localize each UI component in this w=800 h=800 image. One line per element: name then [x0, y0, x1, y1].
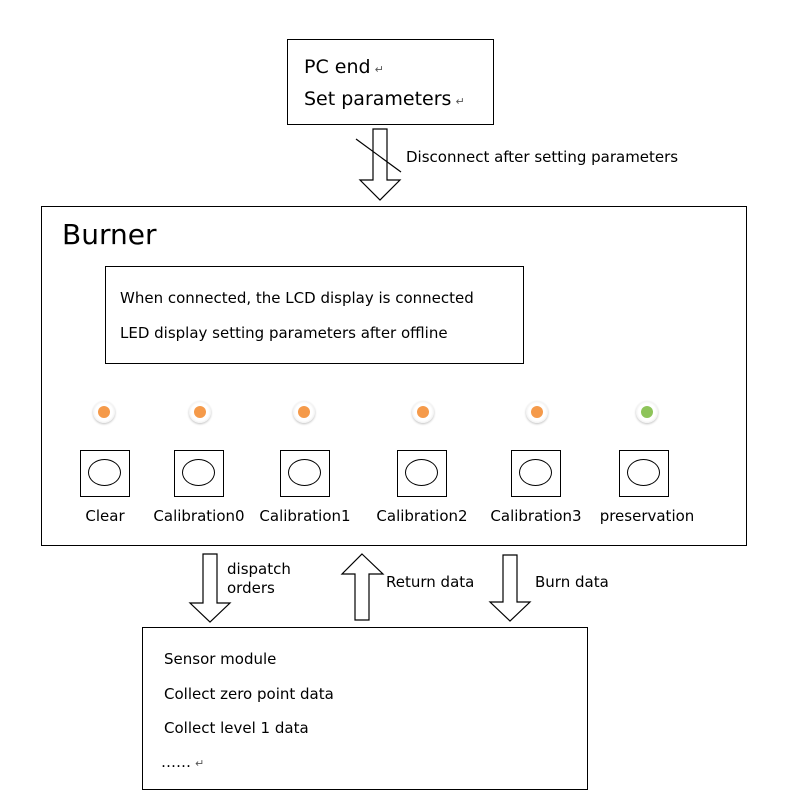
pc-end-line2: Set parameters↵ — [304, 88, 465, 110]
led-preservation — [636, 401, 658, 423]
calibration3-button[interactable] — [511, 450, 561, 497]
led-calibration3-core — [531, 406, 543, 418]
return-mark-icon: ↵ — [455, 95, 465, 108]
preservation-label: preservation — [599, 507, 695, 525]
sensor-module-box: Sensor module Collect zero point data Co… — [142, 627, 588, 790]
sensor-line1: Sensor module — [164, 650, 277, 668]
led-calibration2-core — [417, 406, 429, 418]
down-arrow-burn — [488, 554, 532, 622]
pc-end-box: PC end↵ Set parameters↵ — [287, 39, 494, 125]
down-arrow-dispatch — [188, 553, 232, 623]
calibration2-button[interactable] — [397, 450, 447, 497]
clear-button-ring — [88, 459, 121, 486]
down-arrow-pc-to-burner — [358, 128, 402, 201]
sensor-line3: Collect level 1 data — [164, 719, 309, 737]
calibration1-button[interactable] — [280, 450, 330, 497]
disconnect-label: Disconnect after setting parameters — [406, 148, 679, 166]
calibration0-button-ring — [182, 459, 215, 486]
led-clear-core — [98, 406, 110, 418]
dispatch-label-line1: dispatch — [227, 560, 291, 578]
led-calibration1 — [293, 401, 315, 423]
return-mark-icon: ↵ — [374, 63, 384, 76]
lcd-display-box: When connected, the LCD display is conne… — [105, 266, 524, 364]
clear-label: Clear — [85, 507, 125, 525]
calibration2-label: Calibration2 — [376, 507, 468, 525]
burn-data-label: Burn data — [535, 573, 609, 591]
led-calibration2 — [412, 401, 434, 423]
clear-button[interactable] — [80, 450, 130, 497]
led-calibration3 — [526, 401, 548, 423]
led-calibration0-core — [194, 406, 206, 418]
preservation-button[interactable] — [619, 450, 669, 497]
calibration3-label: Calibration3 — [490, 507, 582, 525]
sensor-line4: ……↵ — [161, 753, 205, 771]
led-preservation-core — [641, 406, 653, 418]
led-clear — [93, 401, 115, 423]
calibration2-button-ring — [405, 459, 438, 486]
led-calibration0 — [189, 401, 211, 423]
disconnect-slash — [355, 138, 402, 173]
pc-end-line1: PC end↵ — [304, 56, 384, 78]
lcd-line1: When connected, the LCD display is conne… — [120, 289, 474, 307]
return-mark-icon: ↵ — [195, 757, 205, 770]
preservation-button-ring — [627, 459, 660, 486]
calibration1-button-ring — [288, 459, 321, 486]
sensor-line2: Collect zero point data — [164, 685, 334, 703]
dispatch-label-line2: orders — [227, 579, 275, 597]
return-data-label: Return data — [386, 573, 475, 591]
led-calibration1-core — [298, 406, 310, 418]
up-arrow-return — [340, 553, 385, 621]
calibration0-button[interactable] — [174, 450, 224, 497]
lcd-line2: LED display setting parameters after off… — [120, 324, 448, 342]
burner-title: Burner — [62, 218, 157, 251]
calibration0-label: Calibration0 — [153, 507, 245, 525]
calibration3-button-ring — [519, 459, 552, 486]
calibration1-label: Calibration1 — [259, 507, 351, 525]
